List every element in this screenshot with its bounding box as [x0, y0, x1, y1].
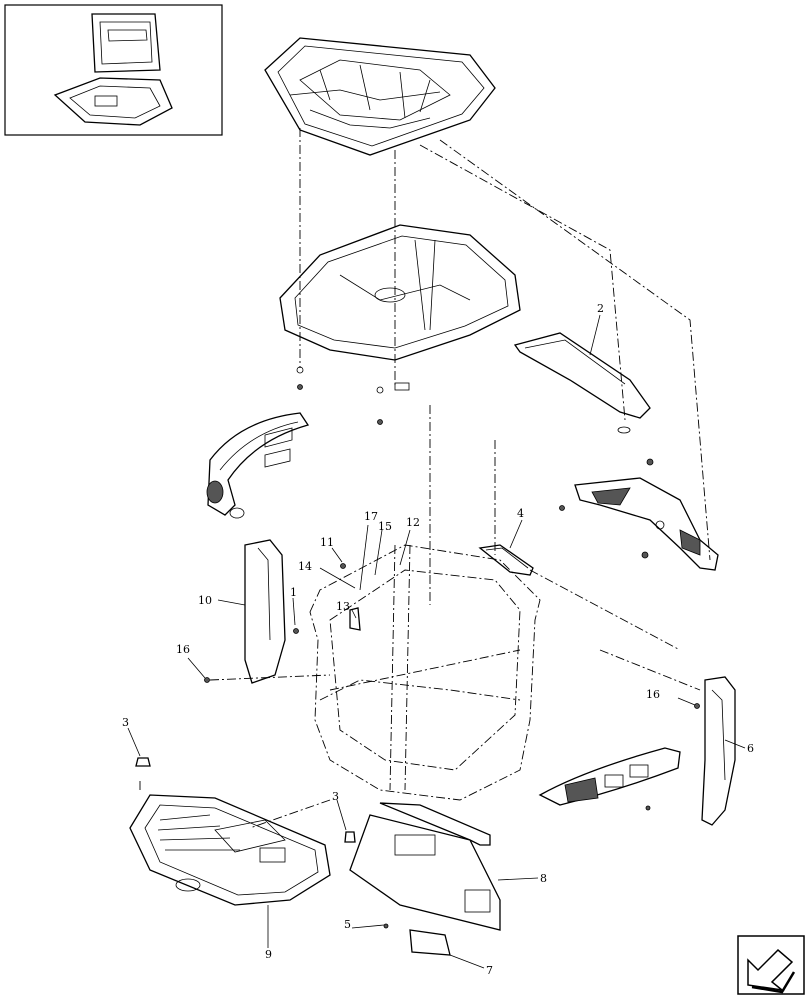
callout-7: 7 — [486, 964, 493, 977]
callouts: 1 2 3 3 4 5 6 7 8 9 10 11 12 13 14 15 16… — [122, 302, 754, 977]
fasteners — [135, 366, 700, 929]
callout-9: 9 — [265, 948, 272, 961]
callout-2: 2 — [597, 302, 604, 315]
callout-17: 17 — [364, 510, 378, 523]
leader-lines — [127, 314, 746, 969]
callout-16b: 16 — [646, 688, 660, 701]
connector-lines — [139, 128, 711, 829]
callout-6: 6 — [747, 742, 754, 755]
part-9-floor-mat — [129, 794, 331, 906]
callout-8: 8 — [540, 872, 547, 885]
callout-16a: 16 — [176, 643, 190, 656]
cab-frame — [309, 544, 541, 801]
callout-12: 12 — [406, 516, 420, 529]
part-8-panel — [349, 802, 501, 931]
callout-14: 14 — [298, 560, 312, 573]
callout-11: 11 — [320, 536, 334, 549]
part-6-pillar-trim — [701, 676, 736, 826]
part-7-plate — [409, 929, 451, 956]
headliner-panel — [279, 224, 521, 391]
roof-liner — [264, 37, 496, 156]
part-4-bracket — [478, 544, 534, 576]
right-arc-trim — [574, 477, 719, 571]
callout-10: 10 — [198, 594, 212, 607]
callout-3a: 3 — [122, 716, 129, 729]
part-2-trim-bar — [513, 332, 651, 434]
callout-1: 1 — [290, 586, 297, 599]
callout-13: 13 — [336, 600, 350, 613]
part-10-pillar-trim — [244, 539, 286, 684]
callout-5: 5 — [344, 918, 351, 931]
callout-4: 4 — [517, 507, 524, 520]
left-arc-trim — [206, 412, 310, 519]
lower-arc-trim — [538, 747, 681, 806]
overview-thumbnail — [4, 4, 223, 136]
callout-15: 15 — [378, 520, 392, 533]
callout-3b: 3 — [332, 790, 339, 803]
back-arrow-icon[interactable] — [737, 935, 805, 995]
